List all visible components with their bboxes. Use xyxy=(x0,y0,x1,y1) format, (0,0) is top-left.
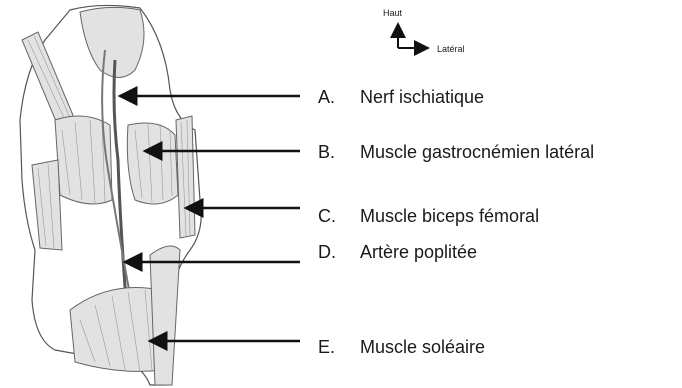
label-a-letter: A. xyxy=(318,87,335,107)
femur xyxy=(80,7,144,77)
label-b-letter: B. xyxy=(318,142,335,162)
label-d-letter: D. xyxy=(318,242,336,262)
label-e-text: Muscle soléaire xyxy=(360,337,485,357)
upper-left-band xyxy=(22,32,75,126)
knee-illustration xyxy=(20,5,201,385)
label-a-text: Nerf ischiatique xyxy=(360,87,484,107)
labels: A. Nerf ischiatique B. Muscle gastrocném… xyxy=(318,87,594,357)
left-lower-muscle xyxy=(32,160,62,250)
label-c-letter: C. xyxy=(318,206,336,226)
label-b-text: Muscle gastrocnémien latéral xyxy=(360,142,594,162)
orientation-compass: Haut Latéral xyxy=(383,8,465,54)
label-c-text: Muscle biceps fémoral xyxy=(360,206,539,226)
tibia xyxy=(150,246,180,385)
compass-up-label: Haut xyxy=(383,8,403,18)
label-d-text: Artère poplitée xyxy=(360,242,477,262)
compass-right-label: Latéral xyxy=(437,44,465,54)
label-e-letter: E. xyxy=(318,337,335,357)
